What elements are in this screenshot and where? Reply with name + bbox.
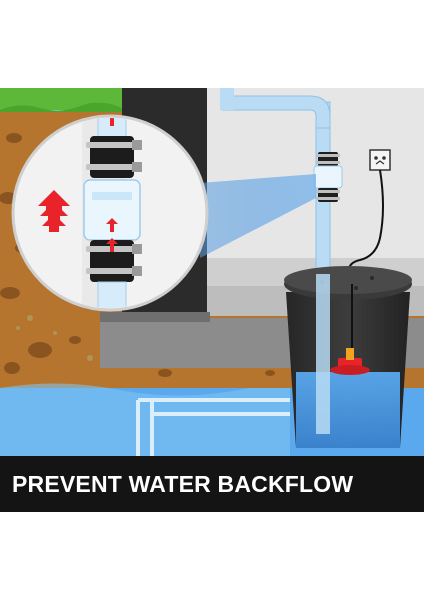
pipe-elbow	[221, 95, 331, 129]
basin-water	[296, 372, 400, 448]
headline-text: PREVENT WATER BACKFLOW	[12, 470, 354, 497]
grass-edge	[0, 102, 122, 112]
footing	[100, 312, 210, 322]
magnifier	[11, 114, 209, 312]
zoom-beam	[200, 174, 316, 258]
drain-pipe	[136, 398, 290, 456]
illustration-svg	[0, 88, 424, 456]
headline-banner: PREVENT WATER BACKFLOW	[0, 456, 424, 512]
backflow-arrow	[38, 190, 70, 232]
check-valve-icon	[313, 152, 343, 202]
sump-pump-illustration	[0, 88, 424, 456]
sump-pump-icon	[330, 348, 370, 375]
arrow-up-icon	[106, 118, 118, 252]
wall-outlet-icon	[369, 149, 391, 171]
